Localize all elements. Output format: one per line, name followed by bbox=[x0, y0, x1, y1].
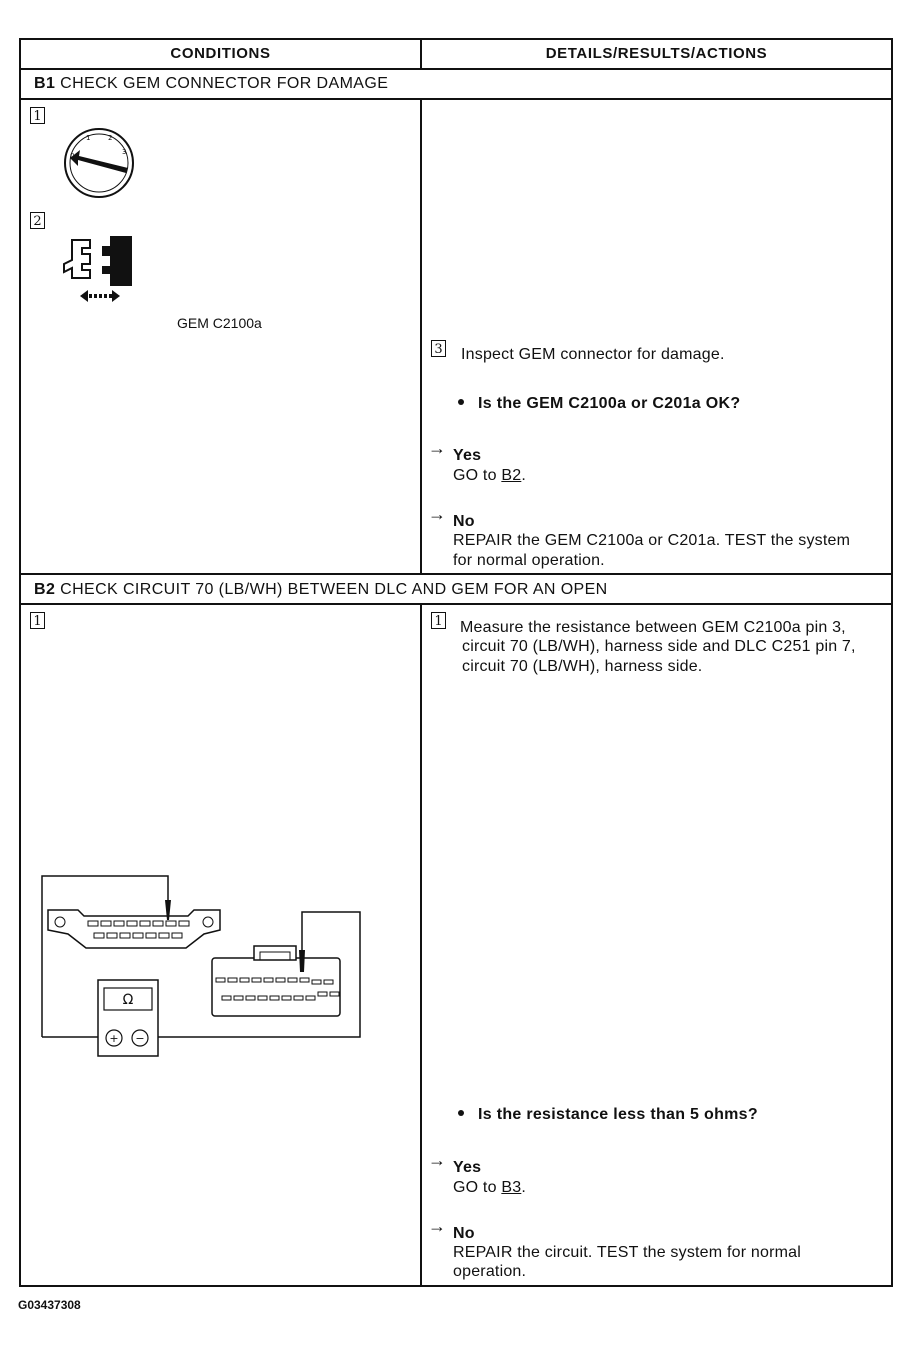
gem-connector bbox=[211, 945, 341, 1017]
step-b2-id: B2 bbox=[34, 581, 56, 598]
step-b2-heading: B2 CHECK CIRCUIT 70 (LB/WH) BETWEEN DLC … bbox=[34, 581, 608, 599]
divider-header bbox=[19, 68, 893, 70]
svg-text:1: 1 bbox=[86, 134, 90, 142]
step-b2-title: CHECK CIRCUIT 70 (LB/WH) BETWEEN DLC AND… bbox=[60, 581, 608, 598]
b1-condition-step-2-number: 2 bbox=[30, 212, 45, 229]
column-header-details: DETAILS/RESULTS/ACTIONS bbox=[545, 45, 768, 62]
b2-instruction-line1: Measure the resistance between GEM C2100… bbox=[460, 619, 846, 636]
ohmmeter: Ω + − bbox=[97, 979, 159, 1057]
column-divider-top bbox=[420, 38, 422, 69]
step-b1-title: CHECK GEM CONNECTOR FOR DAMAGE bbox=[60, 75, 389, 92]
figure-id: G03437308 bbox=[18, 1298, 81, 1312]
svg-text:−: − bbox=[135, 1032, 144, 1045]
link-b2[interactable]: B2 bbox=[501, 467, 522, 484]
b1-yes-arrow-icon: → bbox=[428, 438, 446, 458]
step-b1-id: B1 bbox=[34, 75, 56, 92]
divider-b2-title bbox=[19, 603, 893, 605]
b1-condition-step-1-number: 1 bbox=[30, 107, 45, 124]
column-divider-b2 bbox=[420, 603, 422, 1287]
connector-disconnect-icon bbox=[63, 236, 132, 302]
connector-label: GEM C2100a bbox=[177, 315, 262, 331]
step-b1-heading: B1 CHECK GEM CONNECTOR FOR DAMAGE bbox=[34, 75, 388, 93]
divider-b2-heading-top bbox=[19, 573, 893, 575]
b1-no-arrow-icon: → bbox=[428, 504, 446, 524]
b2-question: Is the resistance less than 5 ohms? bbox=[458, 1106, 758, 1124]
b1-question: Is the GEM C2100a or C201a OK? bbox=[458, 395, 740, 413]
b1-no-action-line1: REPAIR the GEM C2100a or C201a. TEST the… bbox=[453, 532, 851, 549]
bullet-dot bbox=[458, 1109, 464, 1116]
b2-no-label: No bbox=[453, 1225, 475, 1242]
b1-instruction: Inspect GEM connector for damage. bbox=[461, 346, 725, 363]
b2-no-arrow-icon: → bbox=[428, 1216, 446, 1236]
b1-no-label: No bbox=[453, 513, 475, 530]
b1-detail-step-3-number: 3 bbox=[431, 340, 446, 357]
table-frame bbox=[19, 38, 893, 1287]
column-header-conditions: CONDITIONS bbox=[170, 45, 271, 62]
b2-yes-arrow-icon: → bbox=[428, 1150, 446, 1170]
b2-detail-step-1-number: 1 bbox=[431, 612, 446, 629]
b2-no-action-line2: operation. bbox=[453, 1263, 527, 1280]
b2-yes-label: Yes bbox=[453, 1159, 482, 1176]
svg-text:2: 2 bbox=[108, 134, 112, 142]
b1-yes-action: GO to B2. bbox=[453, 467, 526, 484]
divider-b1-title bbox=[19, 98, 893, 100]
svg-text:+: + bbox=[109, 1032, 118, 1045]
b2-condition-step-1-number: 1 bbox=[30, 612, 45, 629]
link-b3[interactable]: B3 bbox=[501, 1179, 522, 1196]
ohm-symbol: Ω bbox=[123, 992, 134, 1008]
b2-instruction-line2: circuit 70 (LB/WH), harness side and DLC… bbox=[462, 638, 856, 655]
column-divider-b1 bbox=[420, 98, 422, 574]
b2-no-action-line1: REPAIR the circuit. TEST the system for … bbox=[453, 1244, 801, 1261]
b1-no-action-line2: for normal operation. bbox=[453, 552, 605, 569]
b2-instruction-line3: circuit 70 (LB/WH), harness side. bbox=[462, 658, 703, 675]
dlc-connector bbox=[47, 909, 221, 949]
bullet-dot bbox=[458, 398, 464, 405]
b2-yes-action: GO to B3. bbox=[453, 1179, 526, 1196]
svg-text:0: 0 bbox=[70, 152, 74, 160]
resistance-measurement-diagram: Ω + − bbox=[41, 875, 361, 1057]
svg-text:3: 3 bbox=[122, 148, 126, 156]
b1-yes-label: Yes bbox=[453, 447, 482, 464]
ignition-switch-off-icon: 0 1 2 3 bbox=[64, 128, 134, 198]
